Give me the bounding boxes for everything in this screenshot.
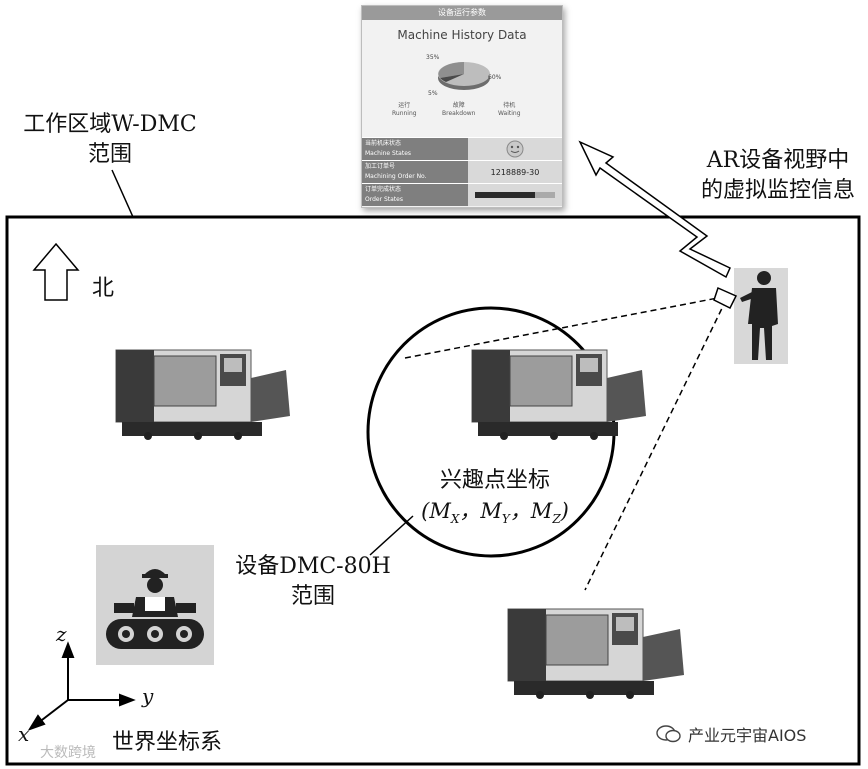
- pie-label-running: 35%: [426, 54, 439, 61]
- world-frame-label: 世界坐标系: [112, 724, 222, 756]
- order-number-value: 1218889-30: [468, 161, 562, 183]
- device-range-label: 设备DMC-80H 范围: [218, 552, 408, 612]
- worker-conveyor-icon: [96, 545, 214, 665]
- smiley-status-icon: [506, 140, 524, 158]
- pie-label-breakdown: 60%: [488, 74, 501, 81]
- machine-tool-center: [464, 338, 649, 448]
- machine-tool-left: [108, 338, 293, 448]
- panel-title: Machine History Data: [362, 28, 562, 42]
- north-arrow-icon: [34, 244, 78, 300]
- axis-y-label: y: [142, 684, 153, 708]
- ar-user-icon: [712, 268, 788, 364]
- north-label: 北: [92, 270, 114, 302]
- machine-tool-bottom: [500, 597, 690, 707]
- work-area-label: 工作区域W-DMC 范围: [10, 110, 210, 170]
- virtual-monitor-panel: 设备运行参数 Machine History Data 35% 60% 5% 运…: [361, 5, 563, 208]
- history-pie-chart: [436, 54, 492, 94]
- pie-label-waiting: 5%: [428, 90, 438, 97]
- axis-x-label: x: [18, 722, 29, 746]
- order-progress-fill: [475, 192, 535, 198]
- watermark-right: 产业元宇宙AIOS: [656, 722, 806, 746]
- poi-title: 兴趣点坐标: [420, 466, 570, 496]
- device-range-leader: [370, 516, 413, 555]
- wechat-icon: [656, 724, 682, 744]
- poi-label: 兴趣点坐标 (MX，MY，MZ): [420, 466, 570, 534]
- ar-info-label: AR设备视野中 的虚拟监控信息: [688, 146, 868, 206]
- order-progress-bar: [475, 192, 555, 198]
- work-area-leader: [112, 170, 133, 217]
- panel-header: 设备运行参数: [362, 6, 562, 20]
- axis-z-label: z: [56, 622, 67, 646]
- watermark-left: 大数跨境: [40, 742, 96, 762]
- poi-coordinates: (MX，MY，MZ): [420, 496, 570, 534]
